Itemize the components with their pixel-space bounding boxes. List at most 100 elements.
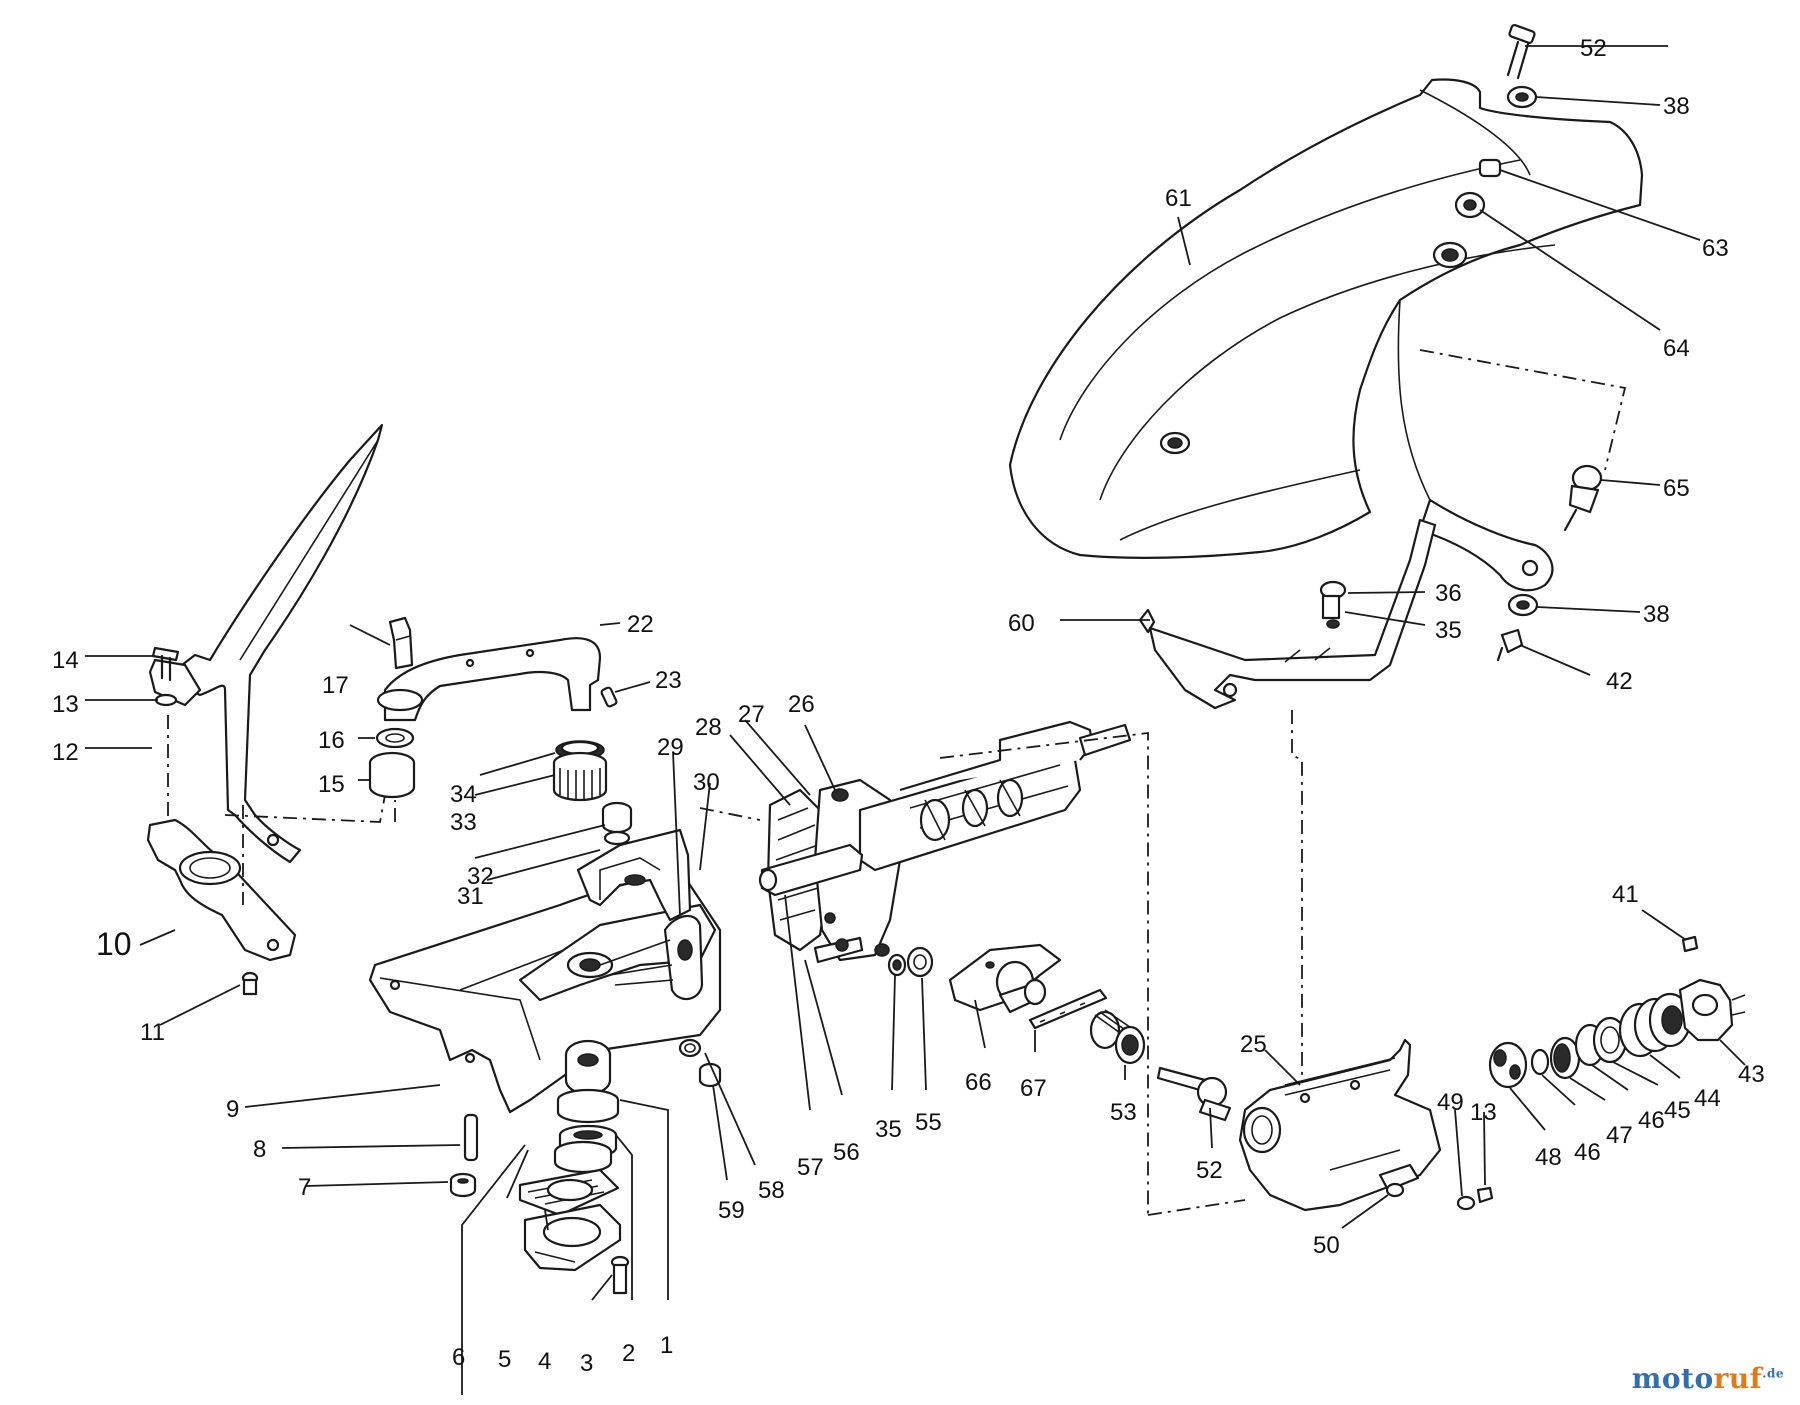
washer-16 <box>375 727 415 749</box>
stud-11 <box>241 971 259 996</box>
control-arm-22 <box>376 637 602 722</box>
callout-61: 61 <box>1165 185 1192 212</box>
callout-26: 26 <box>788 691 815 718</box>
spacer-63 <box>1478 158 1502 178</box>
bolt-14 <box>151 646 180 682</box>
callout-59: 59 <box>718 1197 745 1224</box>
callout-29: 29 <box>657 734 684 761</box>
callout-3: 3 <box>580 1350 593 1377</box>
watermark-text-1: moto <box>1631 1362 1714 1395</box>
callout-65: 65 <box>1663 475 1690 502</box>
callout-25: 25 <box>1240 1031 1267 1058</box>
bolt-52-top <box>1506 24 1536 80</box>
callout-22: 22 <box>627 611 654 638</box>
needle-bearing-33 <box>552 751 608 802</box>
washer-49 <box>1456 1195 1476 1211</box>
callout-33: 33 <box>450 809 477 836</box>
callout-53: 53 <box>1110 1099 1137 1126</box>
pin-23 <box>600 686 618 708</box>
callout-52: 52 <box>1196 1157 1223 1184</box>
callout-1: 1 <box>660 1332 673 1359</box>
callout-47: 47 <box>1606 1122 1633 1149</box>
bolt-52-lower <box>1156 1066 1232 1122</box>
bushing-15 <box>368 751 416 799</box>
callout-41: 41 <box>1612 881 1639 908</box>
callout-38: 38 <box>1663 93 1690 120</box>
bolt-36 <box>1319 580 1347 629</box>
callout-23: 23 <box>655 667 682 694</box>
callout-35: 35 <box>875 1116 902 1143</box>
callout-28: 28 <box>695 714 722 741</box>
callout-48: 48 <box>1535 1144 1562 1171</box>
knob-32 <box>601 801 633 846</box>
watermark-suffix: .de <box>1762 1366 1784 1381</box>
callout-7: 7 <box>298 1174 311 1201</box>
callout-57: 57 <box>797 1154 824 1181</box>
callout-13: 13 <box>52 691 79 718</box>
callout-30: 30 <box>693 769 720 796</box>
pin-8 <box>463 1113 479 1162</box>
callout-15: 15 <box>318 771 345 798</box>
callout-58: 58 <box>758 1177 785 1204</box>
callout-46: 46 <box>1638 1107 1665 1134</box>
callout-36: 36 <box>1435 580 1462 607</box>
callout-27: 27 <box>738 701 765 728</box>
base-plate-10 <box>146 818 297 962</box>
callout-17: 17 <box>322 672 349 699</box>
callout-64: 64 <box>1663 335 1690 362</box>
leader-lines <box>85 45 1746 1395</box>
callout-43: 43 <box>1738 1061 1765 1088</box>
callout-50: 50 <box>1313 1232 1340 1259</box>
clip-60 <box>1138 608 1156 634</box>
o-ring-58 <box>678 1038 702 1058</box>
callout-63: 63 <box>1702 235 1729 262</box>
washer-35 <box>887 953 907 977</box>
callout-4: 4 <box>538 1348 551 1375</box>
callout-46: 46 <box>1574 1139 1601 1166</box>
callout-14: 14 <box>52 647 79 674</box>
pin-17 <box>388 616 414 670</box>
nut-13 <box>1476 1186 1494 1204</box>
watermark-text-2: ruf <box>1713 1362 1763 1395</box>
callout-11: 11 <box>140 1019 165 1046</box>
nut-42 <box>1500 628 1524 654</box>
bearing-cap-66 <box>948 943 1062 1014</box>
callout-2: 2 <box>622 1340 635 1367</box>
callout-12: 12 <box>52 739 79 766</box>
shaft-housing <box>758 720 1132 964</box>
callout-55: 55 <box>915 1109 942 1136</box>
nut-7 <box>449 1172 477 1198</box>
callout-8: 8 <box>253 1136 266 1163</box>
bearing-stack <box>518 1088 630 1295</box>
stud-65 <box>1563 464 1603 532</box>
callout-5: 5 <box>498 1346 511 1373</box>
callout-60: 60 <box>1008 610 1035 637</box>
callout-34: 34 <box>450 781 477 808</box>
fender-shield <box>1008 78 1644 592</box>
key-41 <box>1681 935 1699 953</box>
gearbox-housing <box>368 828 722 1114</box>
callout-32: 32 <box>467 863 494 890</box>
callout-13: 13 <box>1470 1099 1497 1126</box>
callout-67: 67 <box>1020 1075 1047 1102</box>
callout-31: 31 <box>457 883 484 910</box>
callout-44: 44 <box>1694 1085 1721 1112</box>
callout-labels: 52 38 61 63 64 65 36 35 38 42 60 14 13 1… <box>52 35 1765 1377</box>
washer-55 <box>906 946 934 978</box>
callout-42: 42 <box>1606 668 1633 695</box>
lever-arm <box>180 423 384 864</box>
callout-38: 38 <box>1643 601 1670 628</box>
callout-56: 56 <box>833 1139 860 1166</box>
callout-45: 45 <box>1664 1097 1691 1124</box>
callout-35: 35 <box>1435 617 1462 644</box>
callout-49: 49 <box>1437 1089 1464 1116</box>
callout-9: 9 <box>226 1096 239 1123</box>
plug-59 <box>698 1062 722 1088</box>
callout-6: 6 <box>452 1344 465 1371</box>
callout-66: 66 <box>965 1069 992 1096</box>
callout-52: 52 <box>1580 35 1607 62</box>
washer-13 <box>154 693 178 707</box>
rod-67 <box>1028 988 1108 1030</box>
clutch-housing-25 <box>1238 1038 1442 1212</box>
